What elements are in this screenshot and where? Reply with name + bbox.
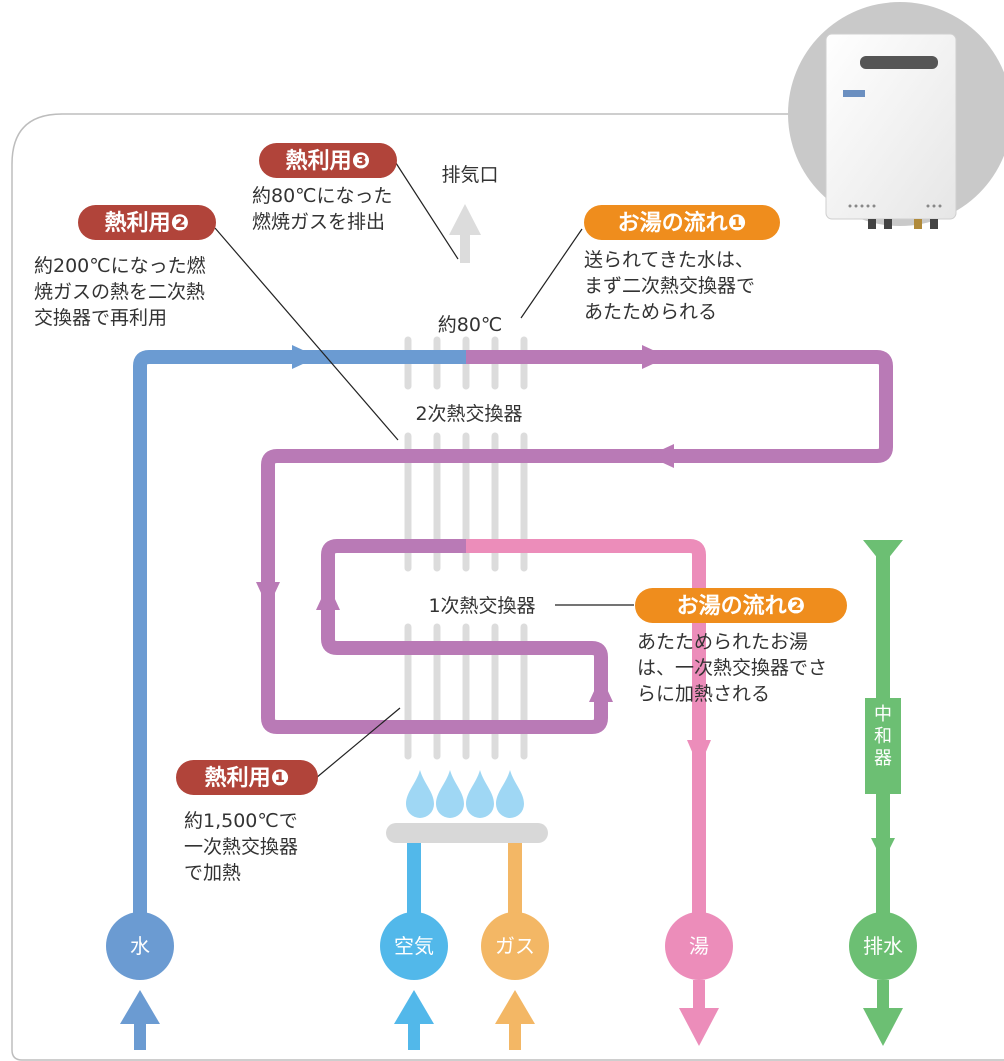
burner-plate: [386, 823, 548, 843]
note-line: 送られてきた水は、: [584, 249, 754, 271]
flame: [436, 770, 464, 818]
hot-water-node: 湯: [665, 912, 733, 980]
exhaust-arrow: [449, 204, 481, 263]
flow-arrow-left: [648, 444, 674, 468]
note-line: 焼ガスの熱を二次熱: [34, 281, 205, 303]
neutralizer-char: 中: [874, 704, 892, 725]
note-line: 約80℃になった: [252, 185, 393, 207]
drain-outlet-arrow: [863, 980, 903, 1046]
hot-water-flow-2-note: あたためられたお湯は、一次熱交換器でさらに加熱される: [637, 631, 827, 705]
note-line: 約200℃になった燃: [34, 255, 206, 277]
air-node: 空気: [380, 912, 448, 980]
neutralizer-char: 器: [874, 748, 892, 769]
exhaust-label: 排気口: [441, 164, 498, 186]
primary-hx-label: 1次熱交換器: [428, 595, 535, 617]
svg-text:空気: 空気: [394, 934, 434, 958]
note-line: 燃焼ガスを排出: [252, 211, 385, 233]
drain-inlet-arrow: [863, 540, 903, 565]
heat-use-1-note: 約1,500℃で一次熱交換器で加熱: [184, 810, 298, 884]
product-photo: [788, 2, 1004, 229]
hot-water-outlet-arrow: [679, 980, 719, 1046]
drain-flow-arrow: [871, 838, 895, 862]
water-inlet-pipe: [133, 350, 466, 945]
heat-use-2-badge: 熱利用❷: [78, 205, 216, 240]
primary-heating-loop-pipe: [261, 350, 893, 734]
water-inlet-arrow: [120, 990, 160, 1050]
neutralizer-box: [865, 698, 901, 794]
gas-inlet-arrow: [495, 990, 535, 1050]
neutralizer-char: 和: [874, 726, 892, 747]
flow-arrow-up-inner: [316, 584, 340, 610]
note-line: で加熱: [184, 862, 241, 884]
hot-water-flow-1-badge: お湯の流れ❶: [584, 205, 780, 240]
flame-icon: [406, 770, 524, 818]
flow-arrow-down: [256, 582, 280, 608]
svg-text:熱利用❶: 熱利用❶: [205, 765, 290, 791]
note-line: 交換器で再利用: [34, 307, 167, 329]
hot-water-flow-arrow: [687, 740, 711, 768]
secondary-hx-label: 2次熱交換器: [415, 403, 522, 425]
note-line: あたためられたお湯: [637, 631, 808, 653]
leader-lines: [214, 159, 634, 779]
svg-text:湯: 湯: [689, 934, 709, 958]
air-inlet-arrow: [394, 990, 434, 1050]
note-line: あたためられる: [584, 301, 717, 323]
note-line: は、一次熱交換器でさ: [637, 657, 827, 679]
heat-use-3-note: 約80℃になった燃焼ガスを排出: [252, 185, 393, 233]
heat-use-1-badge: 熱利用❶: [176, 760, 318, 795]
svg-text:お湯の流れ❶: お湯の流れ❶: [618, 210, 747, 236]
flow-arrow-up: [589, 676, 613, 702]
flame: [466, 770, 494, 818]
svg-text:排水: 排水: [863, 934, 903, 958]
neutralizer-label: 中和器: [874, 704, 892, 769]
flame: [406, 770, 434, 818]
burner: [386, 770, 548, 843]
svg-text:水: 水: [130, 934, 150, 958]
hot-water-outlet-pipe: [466, 539, 706, 945]
svg-text:中和器: 中和器: [874, 704, 892, 769]
drain-node: 排水: [849, 912, 917, 980]
svg-text:お湯の流れ❷: お湯の流れ❷: [677, 593, 806, 619]
water-flow-arrow: [292, 345, 318, 369]
flame: [496, 770, 524, 818]
gas-node: ガス: [481, 912, 549, 980]
svg-text:ガス: ガス: [495, 934, 535, 958]
diagram-frame: [11, 113, 1004, 1061]
water-node: 水: [106, 912, 174, 980]
heat-use-3-badge: 熱利用❸: [259, 143, 397, 178]
hot-water-flow-2-badge: お湯の流れ❷: [635, 588, 847, 623]
note-line: 約1,500℃で: [184, 810, 298, 832]
exhaust-temp-label: 約80℃: [438, 314, 503, 336]
flow-arrow-right: [642, 345, 668, 369]
svg-text:熱利用❷: 熱利用❷: [105, 210, 190, 236]
svg-text:熱利用❸: 熱利用❸: [286, 148, 371, 174]
note-line: らに加熱される: [637, 683, 770, 705]
hot-water-flow-1-note: 送られてきた水は、まず二次熱交換器であたためられる: [584, 249, 755, 323]
note-line: まず二次熱交換器で: [584, 275, 755, 297]
heat-use-2-note: 約200℃になった燃焼ガスの熱を二次熱交換器で再利用: [34, 255, 206, 329]
note-line: 一次熱交換器: [184, 836, 298, 858]
